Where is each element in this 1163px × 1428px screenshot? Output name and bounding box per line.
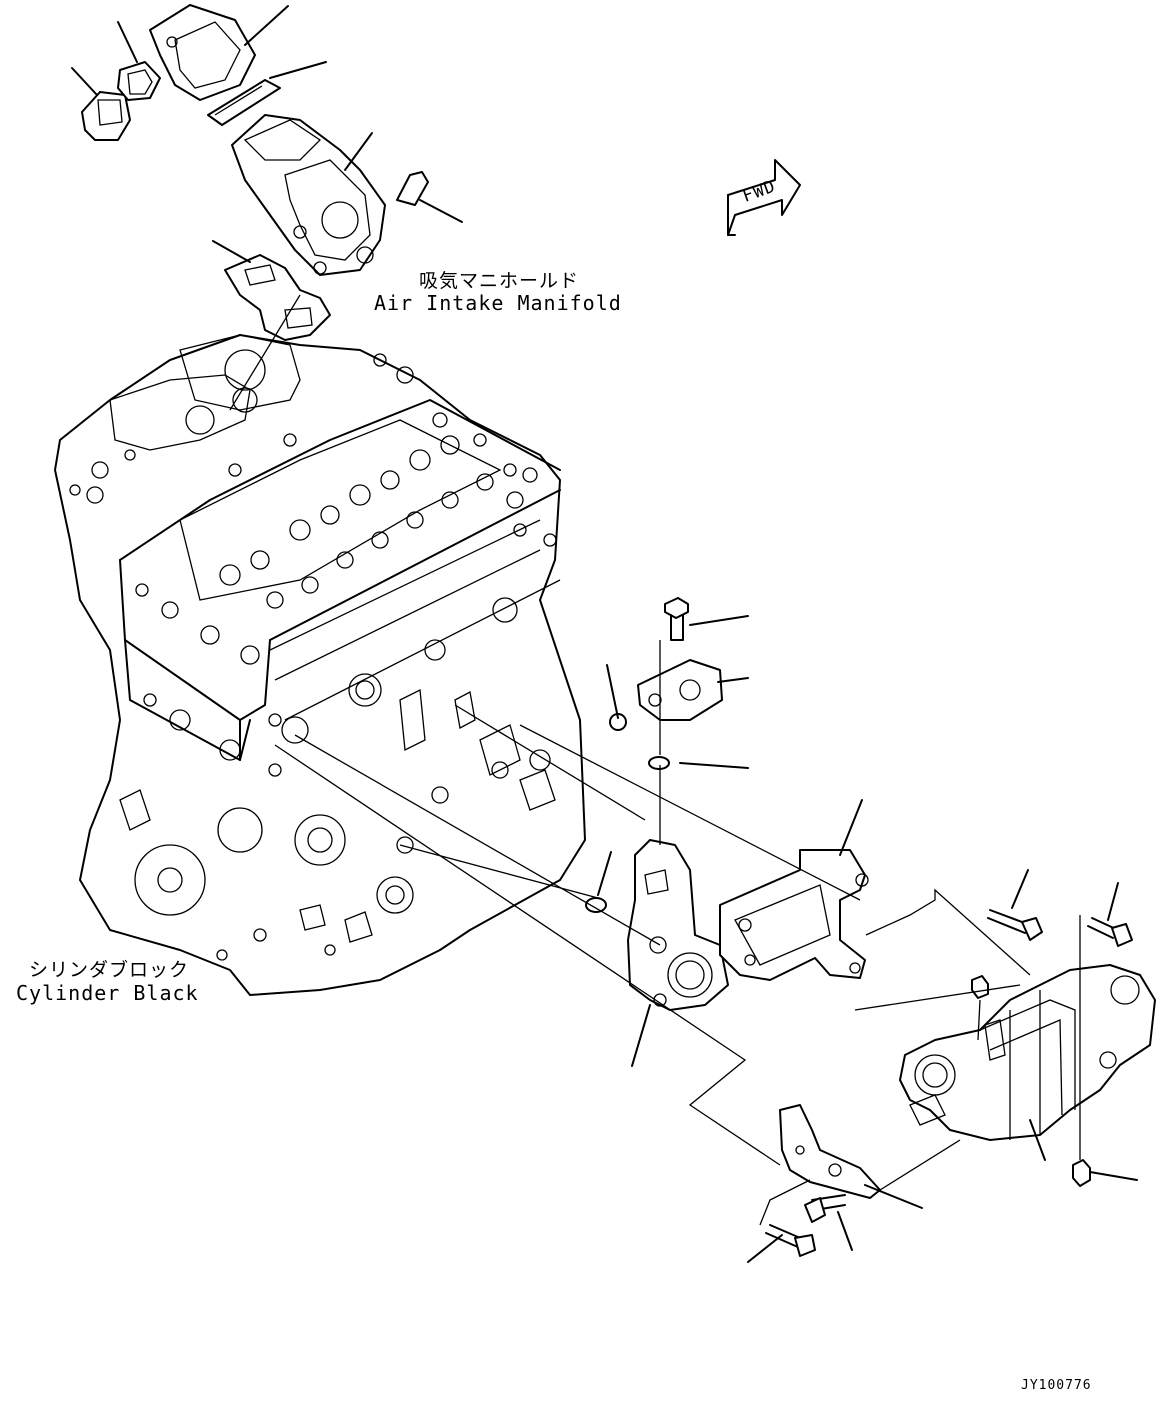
drawing-code: JY100776: [1021, 1378, 1092, 1393]
block-label-en: Cylinder Black: [16, 981, 199, 1005]
manifold-label-jp: 吸気マニホールド: [419, 270, 580, 292]
fwd-arrow: [727, 159, 801, 236]
intake-manifold-assembly: [81, 4, 429, 341]
alignment-lines: [229, 294, 1081, 1226]
egr-cooler: [899, 964, 1156, 1187]
bolts: [765, 909, 1133, 1257]
egr-coupling-parts: [585, 597, 869, 1011]
manifold-label-en: Air Intake Manifold: [374, 291, 622, 315]
block-label-jp: シリンダブロック: [29, 959, 190, 981]
cylinder-block: [54, 334, 586, 996]
leader-lines: [71, 5, 1138, 1263]
